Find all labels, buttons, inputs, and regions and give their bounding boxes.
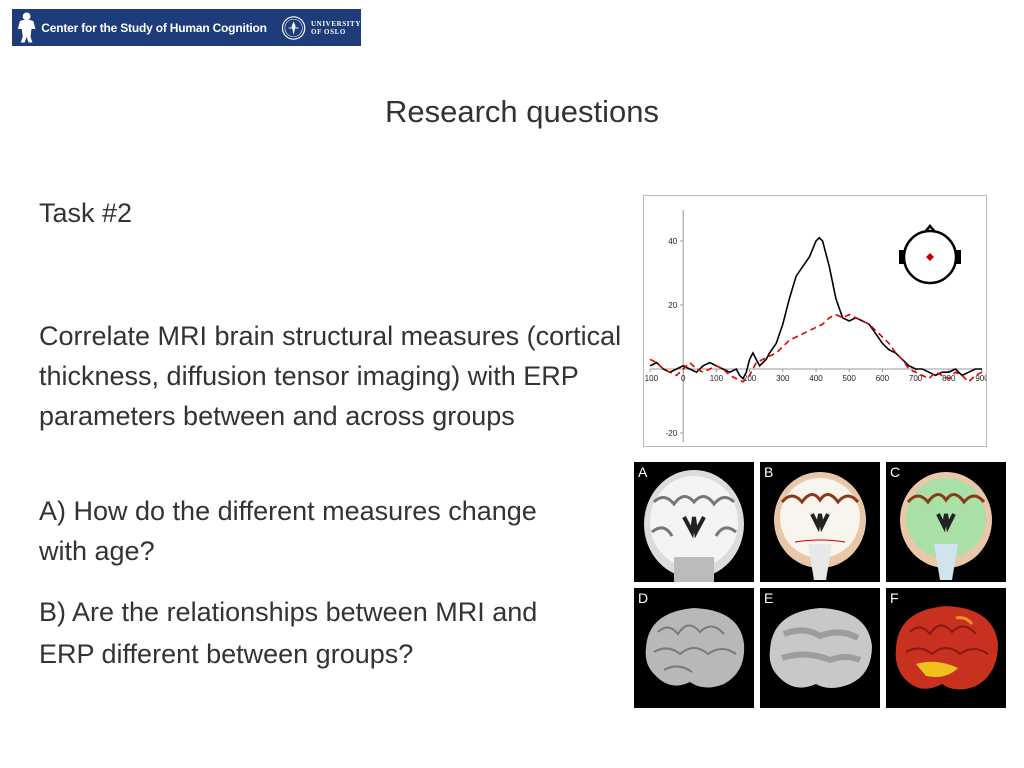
panel-letter-d: D bbox=[638, 590, 649, 606]
panel-letter-c: C bbox=[890, 464, 901, 480]
x-tick-label: 300 bbox=[776, 374, 790, 383]
erp-chart-svg: -10001002003004005006007008009004020-20 bbox=[644, 210, 986, 442]
university-line-2: OF OSLO bbox=[311, 27, 346, 36]
question-a: A) How do the different measures change … bbox=[39, 496, 537, 566]
y-tick-label: -20 bbox=[666, 429, 678, 438]
brain-panel-c: C bbox=[886, 462, 1006, 582]
question-b: B) Are the relationships between MRI and… bbox=[39, 597, 538, 669]
logo-text: Center for the Study of Human Cognition bbox=[41, 20, 267, 35]
brain-panel-a: A bbox=[634, 462, 754, 582]
correlate-paragraph: Correlate MRI brain structural measures … bbox=[39, 321, 622, 431]
university-line-1: UNIVERSITY bbox=[311, 19, 361, 28]
x-tick-label: 900 bbox=[975, 374, 986, 383]
erp-chart: -10001002003004005006007008009004020-20 bbox=[643, 195, 987, 447]
y-tick-label: 40 bbox=[668, 237, 677, 246]
slide-title: Research questions bbox=[385, 94, 659, 129]
y-tick-label: 20 bbox=[668, 301, 677, 310]
panel-letter-f: F bbox=[890, 590, 899, 606]
panel-letter-b: B bbox=[764, 464, 774, 480]
series-line-solid bbox=[649, 236, 982, 380]
electrode-marker-icon bbox=[926, 253, 934, 261]
human-figure-logo-icon bbox=[17, 12, 36, 43]
x-tick-label: 500 bbox=[843, 374, 857, 383]
task-label: Task #2 bbox=[39, 198, 133, 228]
panel-letter-a: A bbox=[638, 464, 648, 480]
university-name: UNIVERSITY OF OSLO bbox=[311, 20, 361, 36]
x-tick-label: 600 bbox=[876, 374, 890, 383]
panel-letter-e: E bbox=[764, 590, 774, 606]
university-seal-icon bbox=[281, 15, 306, 40]
brain-panel-b: B bbox=[760, 462, 880, 582]
x-tick-label: 100 bbox=[710, 374, 724, 383]
x-tick-label: 200 bbox=[743, 374, 757, 383]
x-tick-label: 400 bbox=[809, 374, 823, 383]
brain-panel-d: D bbox=[634, 588, 754, 708]
x-tick-label: -100 bbox=[644, 374, 659, 383]
scalp-map-left-ear-icon bbox=[899, 250, 904, 264]
x-tick-label: 0 bbox=[681, 374, 686, 383]
brain-image-grid: A B C D bbox=[634, 462, 1008, 710]
brain-panel-e: E bbox=[760, 588, 880, 708]
scalp-map-right-ear-icon bbox=[956, 250, 961, 264]
scalp-map-nose-icon bbox=[924, 224, 936, 233]
logo-banner: Center for the Study of Human Cognition … bbox=[12, 9, 361, 46]
brain-panel-f: F bbox=[886, 588, 1006, 708]
x-tick-label: 700 bbox=[909, 374, 923, 383]
